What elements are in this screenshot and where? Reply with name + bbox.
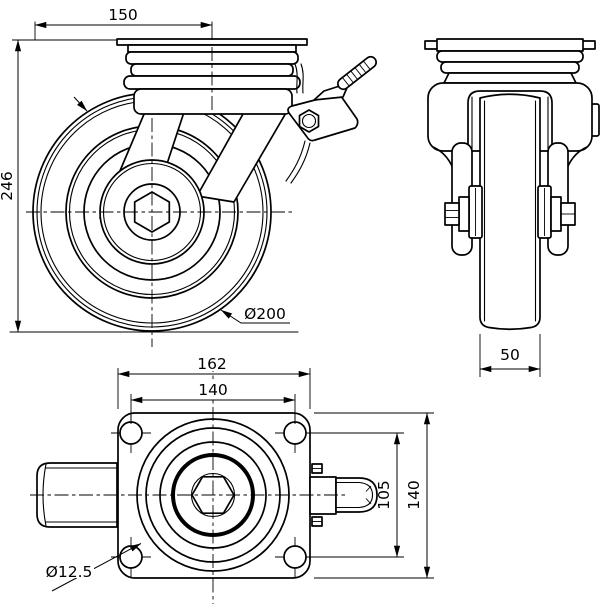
bolt-hole: [283, 545, 307, 569]
dimension-wheel-diameter: Ø200: [220, 305, 290, 324]
dimension-text-d200: Ø200: [244, 305, 286, 323]
brake-lever-grip: [337, 55, 377, 91]
bolt-hole-bottom-right: [275, 537, 315, 577]
dimension-wheel-width: 50: [479, 334, 541, 377]
brake-shoe-arm-line: [290, 142, 311, 184]
brake-bracket-top: [309, 476, 337, 515]
grip-hatch-line: [359, 64, 367, 73]
brake-pivot-bore: [301, 113, 317, 129]
text-backing: [45, 562, 94, 578]
dimension-text-246: 246: [0, 171, 16, 201]
dimension-bolt-spacing-depth: 105: [314, 432, 404, 558]
swivel-ring-middle: [440, 61, 580, 74]
axle-hex-nut: [133, 191, 171, 233]
wheel-top-profile: [36, 462, 118, 528]
axle-bolt-left: [444, 185, 483, 239]
fork-window: [467, 90, 553, 152]
grip-hatch-line: [342, 77, 350, 86]
grip-hatch-line: [354, 67, 362, 77]
pedal-facet-line: [365, 498, 372, 505]
dimension-text-50: 50: [500, 346, 520, 364]
grip-hatch-line: [363, 61, 371, 70]
brake-shoe-arm-line: [285, 140, 306, 182]
dimension-plate-width: 162: [117, 355, 311, 409]
brake-strap-line: [300, 63, 304, 94]
fork-crown: [133, 88, 293, 115]
pedal-facet-line: [365, 485, 372, 492]
mounting-plate-body: [436, 38, 584, 52]
brake-assembly-front: [285, 55, 377, 184]
dimension-text-150: 150: [108, 6, 138, 24]
brake-pedal: [335, 477, 378, 513]
wheel-side-profile: [479, 93, 541, 331]
dimension-bolt-hole-diameter: Ø12.5: [45, 543, 142, 592]
dimension-bolt-spacing-width: 140: [130, 381, 296, 424]
grip-hatch-line: [346, 74, 354, 83]
brake-pedal-top: [309, 463, 378, 527]
tire-pointer-arrow: [73, 96, 88, 112]
brake-bracket: [287, 93, 359, 142]
axle-washer: [458, 196, 470, 232]
dimension-text-140h: 140: [198, 381, 228, 399]
brake-pivot-nut: [298, 109, 320, 133]
swivel-ring-upper: [436, 50, 584, 63]
swivel-neck: [443, 72, 577, 84]
grip-knurling: [342, 61, 371, 86]
axle-bolt-head: [444, 202, 460, 226]
text-backing: [195, 356, 233, 371]
dimension-text-105: 105: [375, 480, 393, 510]
dimension-swivel-offset: 150: [34, 6, 213, 40]
brake-strap-line: [294, 63, 298, 94]
front-view: 150 246 Ø200: [0, 6, 377, 347]
dimension-text-d12-5: Ø12.5: [46, 563, 93, 581]
pedal-inner-arc: [358, 481, 374, 509]
leader-line: [220, 309, 290, 324]
dimension-text-140v: 140: [405, 480, 423, 510]
dimension-text-162: 162: [197, 355, 227, 373]
dimension-overall-height: 246: [0, 39, 117, 333]
dimension-plate-depth: 140: [314, 412, 434, 579]
bolt-hole: [119, 421, 143, 445]
grip-hatch-line: [350, 71, 358, 80]
text-backing: [195, 382, 233, 397]
top-view: 162 140 105 140 Ø12.5: [30, 355, 434, 604]
leader-line: [51, 543, 142, 592]
axle-washer: [550, 196, 562, 232]
bolt-hole: [283, 421, 307, 445]
side-view: 50: [424, 38, 600, 377]
axle-nut-right: [537, 185, 576, 239]
